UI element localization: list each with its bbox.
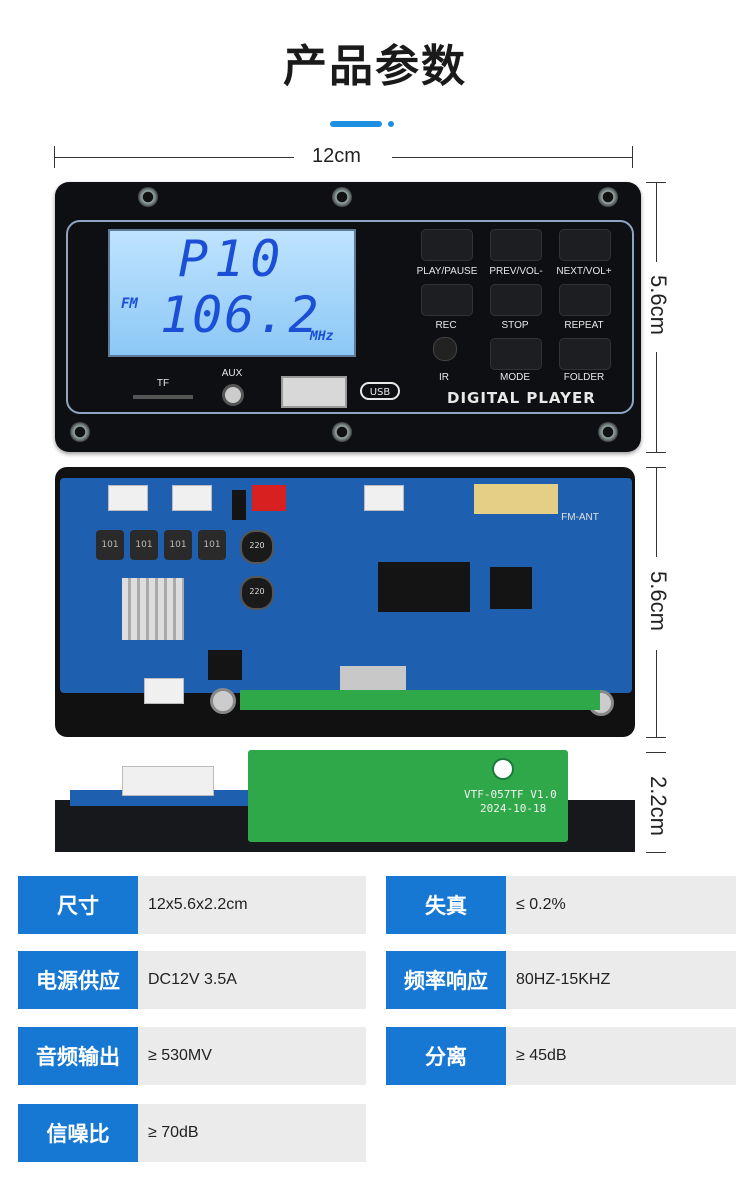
- mode-button[interactable]: [490, 338, 542, 370]
- regulator-chip: [208, 650, 242, 680]
- screw-icon: [138, 187, 158, 207]
- ir-label: IR: [439, 372, 449, 383]
- spec-key-output: 音频输出: [18, 1027, 138, 1085]
- spec-value-separation: ≥ 45dB: [506, 1027, 736, 1085]
- screw-icon: [332, 187, 352, 207]
- module-logo-icon: [492, 758, 514, 780]
- usb-logo-icon: USB: [360, 382, 400, 400]
- depth-tick-bottom: [646, 852, 666, 853]
- title-underline-dot: [388, 121, 394, 127]
- pcb-height-line-bottom: [656, 650, 657, 737]
- tf-label: TF: [156, 378, 170, 389]
- spec-key-size: 尺寸: [18, 876, 138, 934]
- module-label: VTF-057TF V1.0: [464, 788, 557, 801]
- rec-label: REC: [435, 320, 457, 331]
- page-title: 产品参数: [283, 41, 467, 92]
- prev-vol-label: PREV/VOL-: [489, 266, 543, 277]
- front-height-label: 5.6cm: [646, 275, 671, 335]
- usb-port[interactable]: [281, 376, 347, 408]
- screw-icon: [332, 422, 352, 442]
- depth-tick-top: [646, 752, 666, 753]
- pcb-height-tick-bottom: [646, 737, 666, 738]
- spec-key-separation: 分离: [386, 1027, 506, 1085]
- screw-icon: [70, 422, 90, 442]
- width-line-left: [54, 157, 294, 158]
- mode-label: MODE: [500, 372, 530, 383]
- lcd-line1: P10: [178, 230, 287, 288]
- connector: [364, 485, 404, 511]
- module-edge: [240, 690, 600, 710]
- width-line-right: [392, 157, 632, 158]
- spec-key-snr: 信噪比: [18, 1104, 138, 1162]
- width-tick-right: [632, 146, 633, 168]
- repeat-button[interactable]: [559, 284, 611, 316]
- screw-icon: [598, 422, 618, 442]
- play-pause-label: PLAY/PAUSE: [416, 266, 478, 277]
- capacitor: 220: [240, 530, 274, 564]
- stop-label: STOP: [501, 320, 529, 331]
- ir-receiver-icon: [433, 337, 457, 361]
- folder-label: FOLDER: [563, 372, 605, 383]
- connector: [172, 485, 212, 511]
- front-height-line-top: [656, 182, 657, 262]
- connector: [144, 678, 184, 704]
- decoder-chip: [490, 567, 532, 609]
- tf-card-slot[interactable]: [133, 395, 193, 399]
- spec-value-distortion: ≤ 0.2%: [506, 876, 736, 934]
- diode: [232, 490, 246, 520]
- brand-label: DIGITAL PLAYER: [447, 389, 596, 407]
- inductor: 101: [164, 530, 192, 560]
- lcd-frequency: 106.2: [160, 286, 321, 344]
- spec-value-size: 12x5.6x2.2cm: [138, 876, 366, 934]
- fm-ant-label: FM-ANT: [561, 512, 599, 523]
- lcd-unit: MHz: [310, 329, 334, 344]
- title-underline: [330, 121, 382, 127]
- connector: [108, 485, 148, 511]
- pcb-height-line-top: [656, 467, 657, 557]
- spec-value-snr: ≥ 70dB: [138, 1104, 366, 1162]
- stop-button[interactable]: [490, 284, 542, 316]
- play-pause-button[interactable]: [421, 229, 473, 261]
- bluetooth-module: [474, 484, 558, 514]
- spec-key-power: 电源供应: [18, 951, 138, 1009]
- inductor: 101: [96, 530, 124, 560]
- inductor: 101: [130, 530, 158, 560]
- rec-button[interactable]: [421, 284, 473, 316]
- prev-vol-button[interactable]: [490, 229, 542, 261]
- side-connectors: [122, 766, 214, 796]
- aux-jack[interactable]: [222, 384, 244, 406]
- width-label: 12cm: [312, 145, 361, 167]
- next-vol-button[interactable]: [559, 229, 611, 261]
- next-vol-label: NEXT/VOL+: [556, 266, 612, 277]
- front-height-tick-bottom: [646, 452, 666, 453]
- folder-button[interactable]: [559, 338, 611, 370]
- radio-module-board: [248, 750, 568, 842]
- heatsink: [122, 578, 184, 640]
- spec-value-frequency: 80HZ-15KHZ: [506, 951, 736, 1009]
- screw-icon: [210, 688, 236, 714]
- inductor: 101: [198, 530, 226, 560]
- module-date: 2024-10-18: [480, 802, 547, 815]
- lcd-band: FM: [121, 296, 138, 312]
- front-height-line-bottom: [656, 352, 657, 452]
- spec-key-distortion: 失真: [386, 876, 506, 934]
- depth-label: 2.2cm: [646, 776, 671, 836]
- power-connector: [252, 485, 286, 511]
- spec-value-output: ≥ 530MV: [138, 1027, 366, 1085]
- spec-value-power: DC12V 3.5A: [138, 951, 366, 1009]
- lcd-display: [108, 229, 356, 357]
- spec-key-frequency: 频率响应: [386, 951, 506, 1009]
- main-ic-chip: [378, 562, 470, 612]
- capacitor: 220: [240, 576, 274, 610]
- front-panel-frame: [66, 220, 634, 414]
- aux-label: AUX: [221, 368, 243, 379]
- screw-icon: [598, 187, 618, 207]
- pcb-height-label: 5.6cm: [646, 571, 671, 631]
- repeat-label: REPEAT: [564, 320, 604, 331]
